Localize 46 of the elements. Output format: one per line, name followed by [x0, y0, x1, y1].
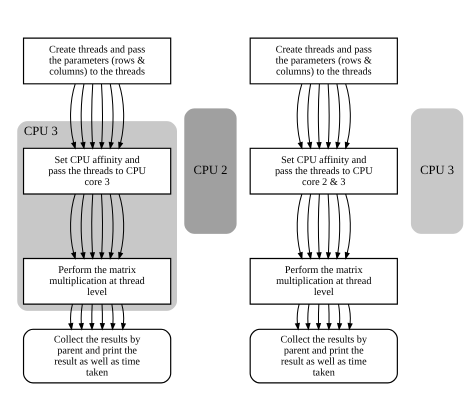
arrow: [108, 194, 114, 260]
arrow: [100, 304, 106, 330]
arrow: [294, 304, 300, 330]
node-box: Perform the matrix multiplication at thread level: [250, 257, 398, 304]
arrow: [305, 304, 311, 330]
arrow: [316, 194, 322, 260]
node-box: CPU 2: [184, 108, 237, 234]
arrow: [118, 83, 124, 150]
arrow: [336, 304, 342, 330]
arrow: [296, 194, 303, 260]
node-box: Create threads and pass the parameters (rows & columns) to the threads: [22, 37, 172, 84]
arrow: [306, 194, 312, 260]
arrow: [80, 194, 86, 260]
arrow: [99, 194, 104, 260]
arrow: [335, 83, 341, 150]
node-box: Set CPU affinity and pass the threads to CPU core 2 & 3: [250, 147, 398, 194]
arrow: [90, 194, 96, 260]
arrow: [335, 194, 341, 260]
arrow: [110, 304, 116, 330]
node-box: Collect the results by parent and print the result as well as time taken: [250, 328, 398, 383]
arrow: [108, 83, 114, 150]
arrow: [89, 304, 94, 330]
arrow: [80, 83, 86, 150]
arrow: [344, 83, 351, 150]
arrow: [120, 304, 126, 330]
arrow: [90, 83, 96, 150]
arrow: [344, 194, 351, 260]
arrow: [68, 304, 74, 330]
node-box: Create threads and pass the parameters (rows & columns) to the threads: [250, 37, 398, 84]
arrow: [316, 83, 322, 150]
node-box: Set CPU affinity and pass the threads to CPU core 3: [22, 147, 172, 194]
arrow: [78, 304, 84, 330]
arrow: [70, 194, 76, 260]
arrow: [99, 83, 104, 150]
arrow: [326, 83, 332, 150]
arrow: [316, 304, 322, 330]
node-box: Perform the matrix multiplication at thread level: [22, 257, 172, 304]
arrow: [326, 194, 332, 260]
arrow: [296, 83, 303, 150]
arrow: [326, 304, 332, 330]
arrow: [348, 304, 353, 330]
arrow: [70, 83, 76, 150]
arrow: [306, 83, 312, 150]
node-box: CPU 3: [410, 108, 464, 234]
node-box: Collect the results by parent and print the result as well as time taken: [22, 328, 172, 383]
arrow: [118, 194, 124, 260]
